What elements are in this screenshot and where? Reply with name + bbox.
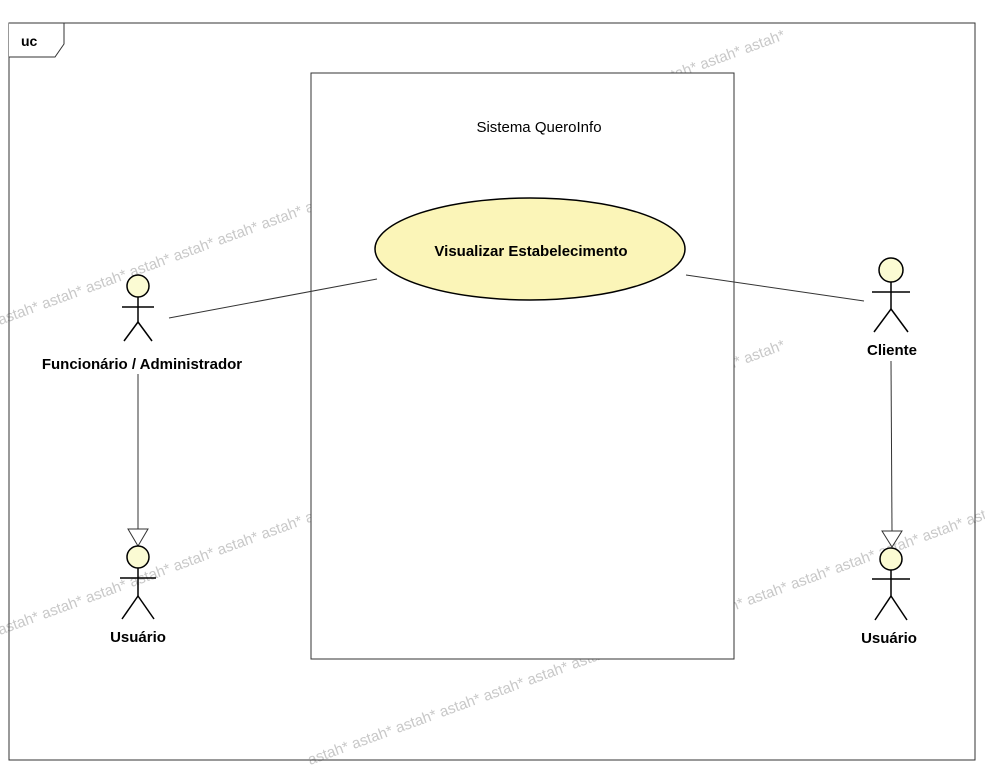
use-case-visualizar-estabelecimento[interactable]: Visualizar Estabelecimento: [374, 197, 686, 301]
actor-funcionario-administrador[interactable]: [122, 274, 154, 342]
frame-tag: uc: [21, 33, 38, 49]
actor-usuario-right[interactable]: [872, 547, 910, 621]
association-funcionario: [168, 278, 378, 319]
system-boundary: [310, 72, 735, 660]
actor-label-usuario-left: Usuário: [110, 629, 166, 646]
diagram-frame: [8, 22, 976, 761]
generalization-right-arrow: [881, 530, 903, 548]
generalization-left-arrow: [127, 528, 149, 547]
association-cliente: [685, 274, 865, 302]
frame-tab: [9, 22, 65, 58]
use-case-label: Visualizar Estabelecimento: [434, 243, 627, 260]
system-name: Sistema QueroInfo: [476, 119, 601, 136]
actor-usuario-left[interactable]: [120, 545, 156, 620]
actor-cliente[interactable]: [872, 257, 910, 333]
generalization-right-line: [890, 360, 893, 532]
actor-label-cliente: Cliente: [867, 342, 917, 359]
actor-label-funcionario: Funcionário / Administrador: [42, 356, 242, 373]
actor-label-usuario-right: Usuário: [861, 630, 917, 647]
